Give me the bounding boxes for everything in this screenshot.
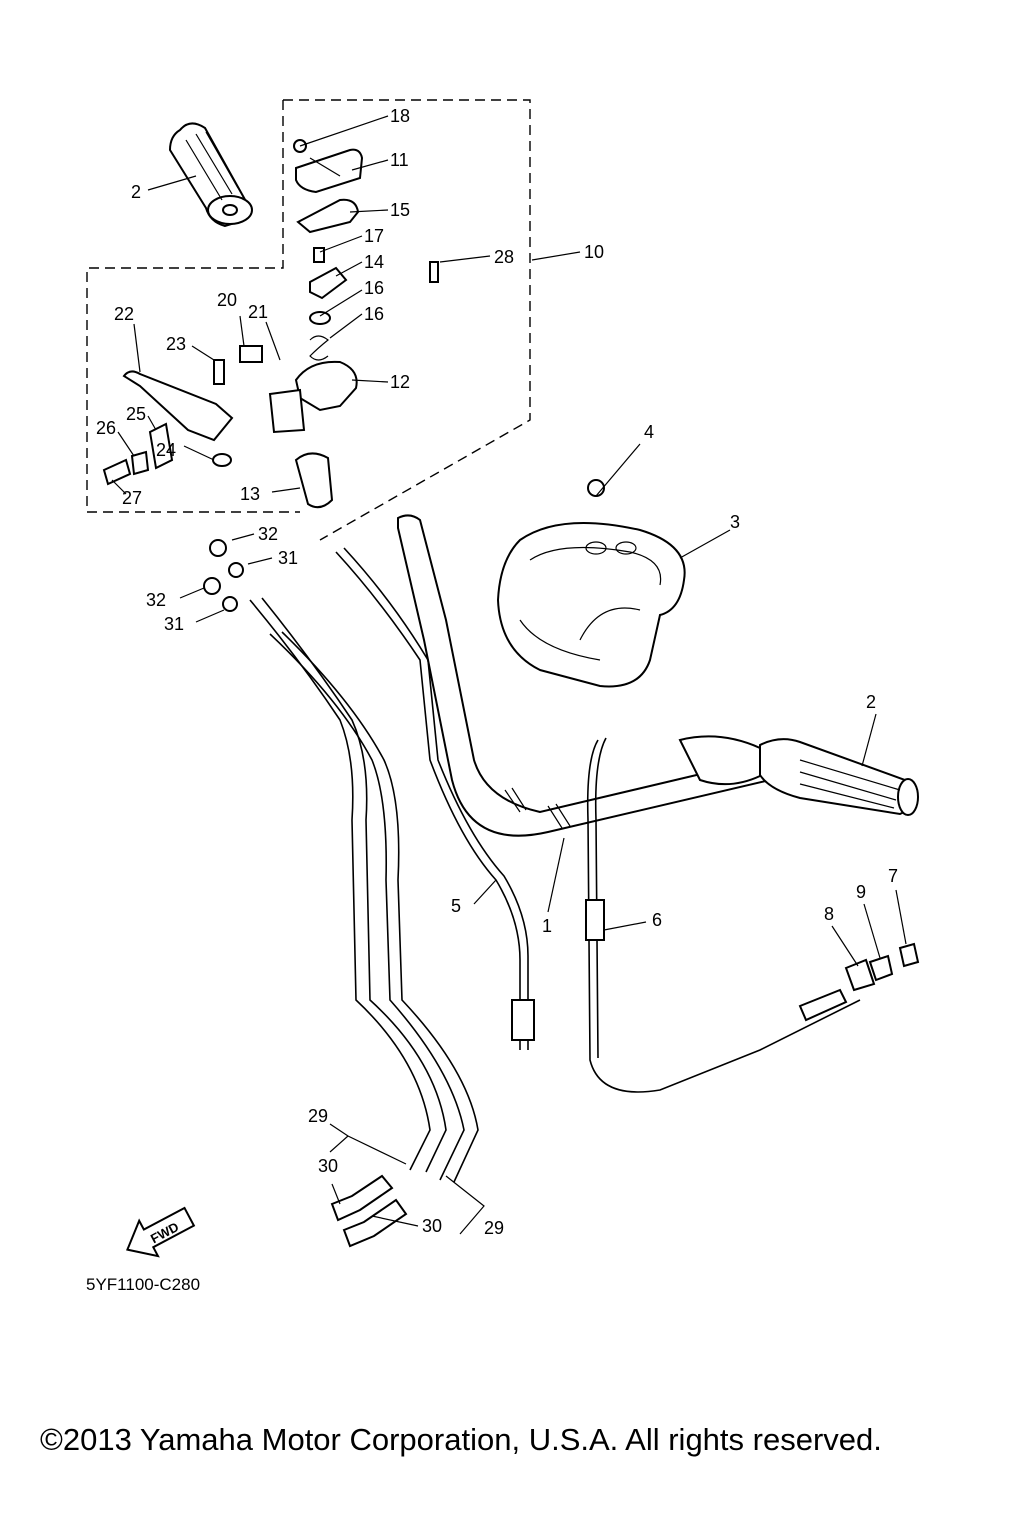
part-label-9: 9 [856, 882, 866, 902]
grip-left [168, 122, 253, 228]
cable-adjuster [587, 479, 920, 1022]
cables [203, 539, 861, 1248]
part-label-5: 5 [451, 896, 461, 916]
fwd-arrow: FWD [126, 1206, 196, 1258]
part-label-6: 6 [652, 910, 662, 930]
part-label-26: 26 [96, 418, 116, 438]
part-label-30-upper: 30 [318, 1156, 338, 1176]
part-label-31-upper: 31 [278, 548, 298, 568]
part-label-32-upper: 32 [258, 524, 278, 544]
part-label-7: 7 [888, 866, 898, 886]
assembly-frame-10 [283, 99, 531, 541]
throttle-housing [293, 139, 439, 509]
part-label-29-lower: 29 [484, 1218, 504, 1238]
part-label-8: 8 [824, 904, 834, 924]
part-label-29-upper: 29 [308, 1106, 328, 1126]
part-label-3: 3 [730, 512, 740, 532]
part-label-11: 11 [390, 150, 409, 170]
assembly-frame-lever [86, 100, 300, 513]
part-label-15: 15 [390, 200, 410, 220]
part-labels: 2 18 11 15 17 14 16 15 16 12 28 10 20 21… [96, 106, 898, 1238]
part-label-27: 27 [122, 488, 142, 508]
part-label-16b: 16 [364, 304, 384, 324]
part-label-22: 22 [114, 304, 134, 324]
part-label-25: 25 [126, 404, 146, 424]
handlebar [397, 514, 772, 837]
part-label-19: 18 [390, 106, 410, 126]
part-label-28: 28 [494, 247, 514, 267]
part-label-31-lower: 31 [164, 614, 184, 634]
handlebar-cover [496, 521, 686, 688]
part-label-30-lower: 30 [422, 1216, 442, 1236]
part-label-2-left: 2 [131, 182, 141, 202]
leader-lines [111, 115, 907, 1235]
drawing-code: 5YF1100-C280 [86, 1275, 200, 1294]
part-label-2-right: 2 [866, 692, 876, 712]
part-label-12: 12 [390, 372, 410, 392]
grip-right [678, 735, 919, 816]
part-label-14: 14 [364, 252, 384, 272]
part-label-20: 20 [217, 290, 237, 310]
part-label-4: 4 [644, 422, 654, 442]
part-label-32-lower: 32 [146, 590, 166, 610]
brake-lever [102, 345, 306, 486]
part-label-21: 21 [248, 302, 268, 322]
part-label-10: 10 [584, 242, 604, 262]
part-label-18: 17 [364, 226, 384, 246]
part-label-1: 1 [542, 916, 552, 936]
copyright-notice: ©2013 Yamaha Motor Corporation, U.S.A. A… [40, 1422, 882, 1457]
part-label-13: 13 [240, 484, 260, 504]
part-label-24: 24 [156, 440, 176, 460]
part-label-23: 23 [166, 334, 186, 354]
part-label-17: 16 [364, 278, 384, 298]
